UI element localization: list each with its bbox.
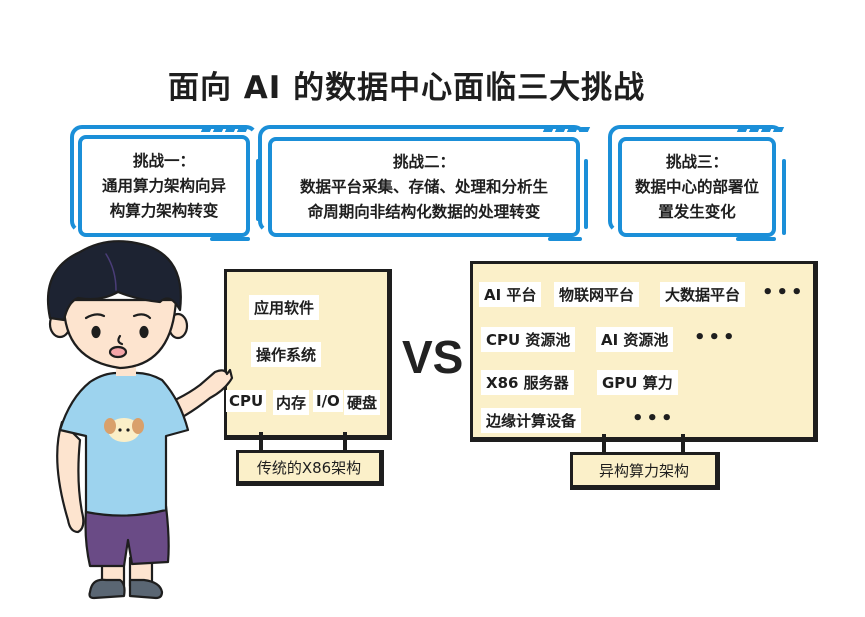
hw-disk: 硬盘 [344,390,381,415]
decor-tick [548,237,582,241]
card-frame [608,125,784,233]
boy-illustration [46,240,234,600]
decor-tick [736,237,776,241]
item-edge-devices: 边缘计算设备 [481,408,582,433]
traditional-architecture-label: 传统的X86架构 [236,450,384,486]
challenge-text: 数据中心的部署位 [634,177,759,196]
connector [343,432,347,454]
shorts [84,504,170,568]
challenge-text: 命周期向非结构化数据的处理转变 [307,202,541,221]
challenge-text: 数据平台采集、存储、处理和分析生 [299,177,548,196]
connector [681,434,685,458]
hw-memory: 内存 [273,390,310,415]
challenge-heading: 挑战一： [132,151,195,170]
challenge-text: 置发生变化 [658,202,736,221]
item-gpu-compute: GPU 算力 [597,370,678,395]
page-title: 面向 AI 的数据中心面临三大挑战 [168,70,646,106]
challenge-text: 构算力架构转变 [109,201,219,220]
item-iot-platform: 物联网平台 [554,282,640,307]
item-x86-server: X86 服务器 [481,370,574,395]
hw-cpu: CPU [226,390,267,412]
connector [259,432,263,454]
decor-dashes [736,127,785,132]
decor-dashes [542,127,591,132]
decor-tick [782,159,786,235]
item-ai-pool: AI 资源池 [596,327,674,352]
item-cpu-pool: CPU 资源池 [481,327,576,352]
more-ellipsis: ••• [632,408,676,429]
heterogeneous-architecture-label: 异构算力架构 [570,452,720,490]
layer-operating-system: 操作系统 [251,342,322,367]
arm-hanging [56,420,85,534]
dog-face-print [108,418,140,442]
eye-left [91,325,101,339]
eyebrow-left [84,313,106,320]
item-ai-platform: AI 平台 [479,282,542,307]
decor-tick [584,159,588,229]
decor-tick [210,237,250,241]
more-ellipsis: ••• [694,327,738,348]
challenge-heading: 挑战二： [392,152,455,171]
more-ellipsis: ••• [762,282,806,303]
connector [602,434,606,458]
decor-dashes [200,127,249,132]
card-frame [258,125,586,233]
layer-application-software: 应用软件 [249,295,320,320]
hw-io: I/O [313,390,343,412]
shoe-left [88,578,126,600]
shoe-right [128,578,164,600]
item-bigdata-platform: 大数据平台 [660,282,746,307]
challenge-heading: 挑战三： [665,152,728,171]
card-frame [70,125,258,233]
eye-right [139,325,149,339]
mouth [108,345,128,359]
versus-text: VS [402,331,464,383]
nose [117,334,124,346]
hair [46,240,182,322]
challenge-text: 通用算力架构向异 [101,176,226,195]
eyebrow-right [132,313,152,320]
